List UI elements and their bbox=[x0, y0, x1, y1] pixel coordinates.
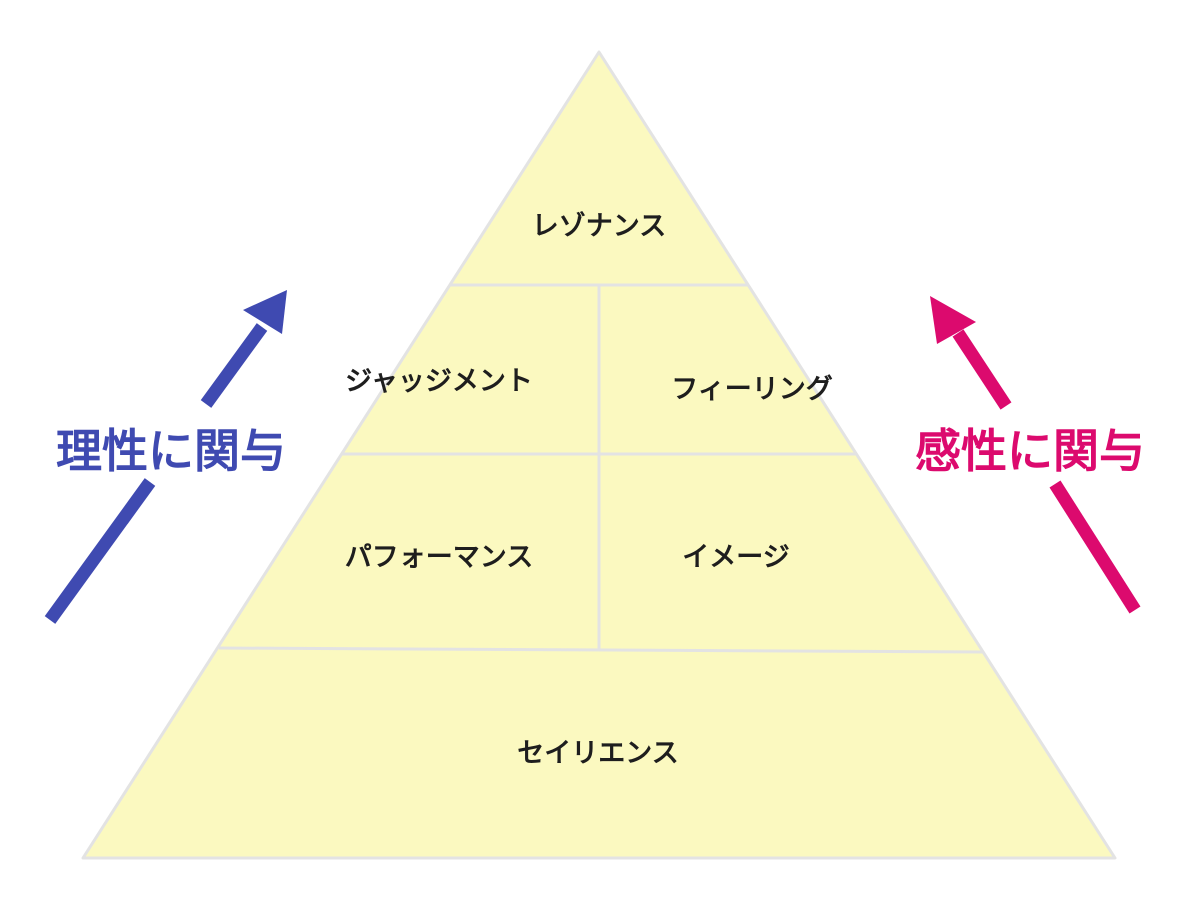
divider-bottom bbox=[218, 646, 984, 654]
right-axis-label: 感性に関与 bbox=[915, 424, 1145, 478]
layer-label-top: レゾナンス bbox=[532, 211, 666, 242]
left-arrow-icon bbox=[44, 290, 287, 624]
left-axis-label: 理性に関与 bbox=[56, 424, 286, 478]
layer-label-upper-right: フィーリング bbox=[671, 373, 832, 405]
layer-label-base: セイリエンス bbox=[517, 738, 678, 769]
layer-label-lower-right: イメージ bbox=[682, 542, 789, 573]
layer-label-upper-left: ジャッジメント bbox=[345, 366, 533, 397]
right-arrow-icon bbox=[930, 296, 1141, 614]
layer-label-lower-left: パフォーマンス bbox=[345, 542, 533, 573]
